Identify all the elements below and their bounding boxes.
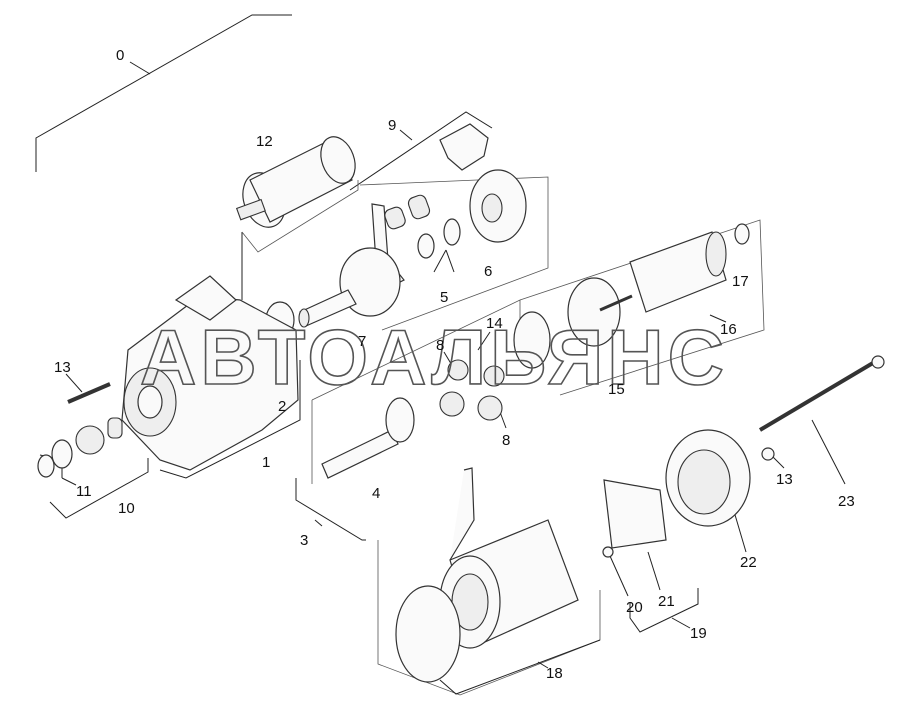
label-4: 4 (372, 485, 380, 502)
label-8a: 8 (436, 337, 444, 354)
label-13b: 13 (776, 471, 793, 488)
parts (37, 123, 885, 683)
armature-part (599, 223, 750, 313)
label-21: 21 (658, 593, 675, 610)
label-2: 2 (278, 398, 286, 415)
label-6: 6 (484, 263, 492, 280)
label-0: 0 (116, 47, 124, 64)
watermark-text: АВТОАЛЬЯНС (140, 313, 728, 401)
label-3: 3 (300, 532, 308, 549)
label-22: 22 (740, 554, 757, 571)
spring-parts (384, 194, 431, 230)
label-11: 11 (76, 483, 92, 500)
label-12: 12 (256, 133, 273, 150)
label-16: 16 (720, 321, 737, 338)
label-15: 15 (608, 381, 625, 398)
label-9: 9 (388, 117, 396, 134)
label-19: 19 (690, 625, 707, 642)
label-14: 14 (486, 315, 503, 332)
label-1: 1 (262, 454, 270, 471)
drive-housing-part (121, 275, 299, 471)
label-5: 5 (440, 289, 448, 306)
label-10: 10 (118, 500, 135, 517)
label-18: 18 (546, 665, 563, 682)
part-labels: 0 1 2 3 4 5 6 7 8 8 9 10 11 12 13 13 14 … (54, 47, 855, 682)
label-7: 7 (358, 333, 366, 350)
label-13a: 13 (54, 359, 71, 376)
label-20: 20 (626, 599, 643, 616)
plunger-part (298, 247, 401, 328)
label-23: 23 (838, 493, 855, 510)
label-8b: 8 (502, 432, 510, 449)
label-17: 17 (732, 273, 749, 290)
solenoid-part (235, 136, 356, 228)
field-frame-part (395, 467, 579, 683)
